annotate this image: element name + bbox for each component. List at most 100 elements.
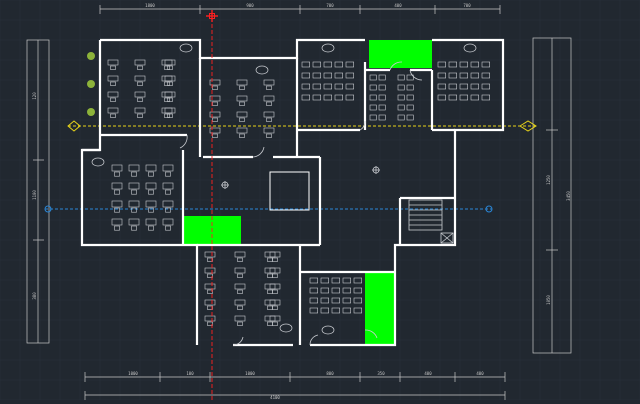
- walls: [80, 38, 505, 347]
- auditorium-seat: [323, 72, 332, 79]
- desk-chair-set: [107, 59, 119, 70]
- auditorium-seat: [334, 94, 343, 101]
- auditorium-seat: [301, 83, 310, 90]
- desk-chair-set: [164, 91, 176, 102]
- desk-chair-set: [145, 218, 157, 231]
- auditorium-seat: [397, 84, 405, 91]
- desk-chair-set: [164, 59, 176, 70]
- auditorium-seat: [459, 94, 468, 101]
- teacher-desk: [255, 65, 269, 75]
- auditorium-seat: [378, 94, 386, 101]
- plants: [87, 52, 95, 116]
- auditorium-seat: [397, 74, 405, 81]
- auditorium-seat: [345, 61, 354, 68]
- desk-chair-set: [162, 164, 174, 177]
- auditorium-seat: [448, 72, 457, 79]
- axis-bubble-icon: [485, 205, 493, 213]
- auditorium-seat: [369, 104, 377, 111]
- auditorium-seat: [353, 307, 362, 314]
- auditorium-seat: [345, 72, 354, 79]
- auditorium-seat: [470, 72, 479, 79]
- desk-chair-set: [107, 107, 119, 118]
- auditorium-seat: [369, 84, 377, 91]
- teacher-desk: [179, 43, 193, 53]
- auditorium-seat: [437, 94, 446, 101]
- desk-chair-set: [111, 218, 123, 231]
- auditorium-seat: [448, 83, 457, 90]
- desk-chair-set: [128, 200, 140, 213]
- teacher-desk: [321, 43, 335, 53]
- desk-chair-set: [269, 315, 281, 326]
- auditorium-seat: [369, 74, 377, 81]
- dim-bottom-6: 400: [424, 371, 432, 376]
- desk-chair-set: [162, 200, 174, 213]
- auditorium-seat: [342, 297, 351, 304]
- dim-right-2: 3450: [566, 191, 571, 201]
- auditorium-seat: [331, 277, 340, 284]
- desk-chair-set: [134, 75, 146, 86]
- desk-chair-set: [234, 283, 246, 294]
- ucs-crosshair-icon[interactable]: [206, 10, 218, 22]
- dim-left-1: 120: [32, 92, 37, 100]
- auditorium-seat: [312, 61, 321, 68]
- dim-bottom-2: 100: [186, 371, 194, 376]
- auditorium-seat: [397, 104, 405, 111]
- auditorium-seat: [342, 307, 351, 314]
- desk-chair-set: [107, 91, 119, 102]
- dim-bottom-7: 400: [476, 371, 484, 376]
- auditorium-seat: [481, 61, 490, 68]
- dim-top-2: 900: [246, 3, 254, 8]
- axis-bubble-icon: [44, 205, 52, 213]
- desk-chair-set: [128, 164, 140, 177]
- desk-chair-set: [263, 111, 275, 122]
- auditorium-seat: [397, 94, 405, 101]
- desk-chair-set: [128, 218, 140, 231]
- auditorium-seat: [406, 114, 414, 121]
- highlight-top-room[interactable]: [369, 40, 432, 68]
- desk-chair-set: [134, 59, 146, 70]
- auditorium-seat: [353, 297, 362, 304]
- desk-chair-set: [107, 75, 119, 86]
- desk-chair-set: [263, 79, 275, 90]
- desk-chair-set: [234, 251, 246, 262]
- doors: [179, 61, 423, 346]
- desk-chair-set: [209, 127, 221, 138]
- auditorium-seat: [312, 72, 321, 79]
- auditorium-seat: [369, 114, 377, 121]
- staircase[interactable]: [408, 199, 454, 244]
- auditorium-seat: [301, 94, 310, 101]
- auditorium-seat: [481, 94, 490, 101]
- desk-chair-set: [111, 200, 123, 213]
- highlight-middle-room[interactable]: [184, 216, 241, 244]
- auditorium-seat: [320, 287, 329, 294]
- desk-chair-set: [234, 315, 246, 326]
- furniture-layer: [91, 43, 490, 335]
- desk-chair-set: [269, 267, 281, 278]
- dim-right-3: 1050: [546, 295, 551, 305]
- dim-top-4: 400: [394, 3, 402, 8]
- auditorium-seat: [369, 94, 377, 101]
- dim-bottom-1: 1000: [128, 371, 138, 376]
- auditorium-seat: [406, 74, 414, 81]
- auditorium-seat: [320, 277, 329, 284]
- dim-bottom-4: 800: [326, 371, 334, 376]
- auditorium-seat: [312, 83, 321, 90]
- desk-chair-set: [234, 267, 246, 278]
- desk-chair-set: [204, 251, 216, 262]
- auditorium-seat: [470, 94, 479, 101]
- plant-icon: [87, 80, 95, 88]
- desk-chair-set: [236, 127, 248, 138]
- desk-chair-set: [236, 79, 248, 90]
- dimension-lines: [26, 5, 572, 400]
- desk-chair-set: [209, 111, 221, 122]
- atrium-void[interactable]: [269, 171, 310, 211]
- dimension-labels: 1800 900 700 400 700 1000 100 1000 800 3…: [32, 3, 571, 400]
- desk-chair-set: [162, 218, 174, 231]
- highlight-bottom-room[interactable]: [365, 273, 394, 345]
- auditorium-seat: [342, 277, 351, 284]
- teacher-desk: [463, 43, 477, 53]
- auditorium-seat: [323, 83, 332, 90]
- desk-chair-set: [134, 107, 146, 118]
